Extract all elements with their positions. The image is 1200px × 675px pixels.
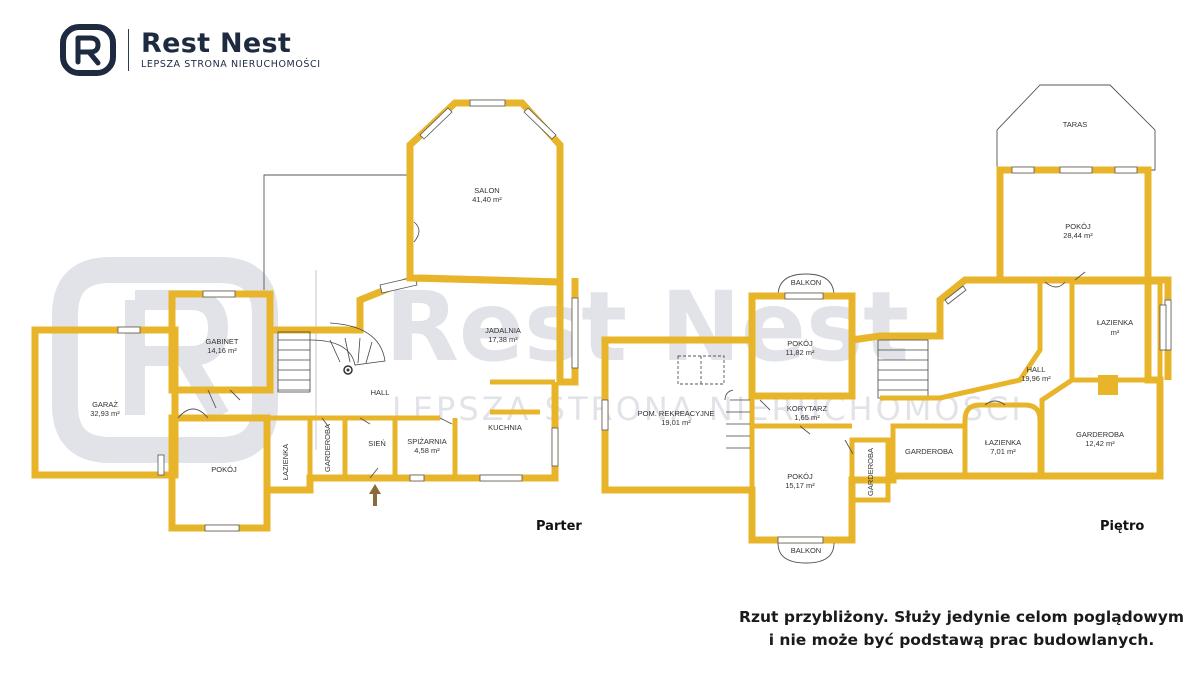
label-balkon-bottom: BALKON: [791, 546, 821, 555]
area-jadalnia: 17,38 m²: [488, 335, 518, 344]
area-pokoj-lower: 15,17 m²: [785, 481, 815, 490]
label-pokoj-small: POKÓJ: [787, 339, 813, 348]
label-garderoba-upper: GARDEROBA: [905, 447, 953, 456]
label-pokoj-lower: POKÓJ: [787, 472, 813, 481]
label-garderoba-upper-v: GARDEROBA: [866, 448, 875, 496]
brand-logo: Rest Nest LEPSZA STRONA NIERUCHOMOŚCI: [60, 24, 321, 76]
area-pokoj-small: 11,82 m²: [785, 348, 815, 357]
label-salon: SALON: [474, 186, 499, 195]
label-lazienka-ground: ŁAZIENKA: [281, 444, 290, 480]
area-garderoba-big: 12,42 m²: [1085, 439, 1115, 448]
logo-divider: [128, 29, 129, 71]
label-kuchnia: KUCHNIA: [488, 423, 522, 432]
floor-label-ground: Parter: [536, 519, 582, 534]
upper-floor-plan: [601, 84, 1172, 564]
label-lazienka-upper: ŁAZIENKA: [1097, 318, 1133, 327]
label-sien: SIEŃ: [368, 439, 386, 448]
label-korytarz: KORYTARZ: [787, 404, 828, 413]
watermark-name: Rest Nest: [385, 271, 909, 383]
area-gabinet: 14,16 m²: [207, 346, 237, 355]
floor-label-upper: Piętro: [1100, 519, 1144, 534]
label-garderoba-big: GARDEROBA: [1076, 430, 1124, 439]
area-korytarz: 1,65 m²: [794, 413, 820, 422]
label-gabinet: GABINET: [206, 337, 239, 346]
area-salon: 41,40 m²: [472, 195, 502, 204]
label-pokoj-big: POKÓJ: [1065, 222, 1091, 231]
rest-nest-logo-icon: [60, 24, 116, 76]
label-pokoj-ground: POKÓJ: [211, 465, 237, 474]
area-pokoj-big: 28,44 m²: [1063, 231, 1093, 240]
room-labels: SALON 41,40 m² GABINET 14,16 m² JADALNIA…: [90, 120, 1133, 555]
area-hall-upper: 19,96 m²: [1021, 374, 1051, 383]
label-taras: TARAS: [1063, 120, 1087, 129]
area-garaz: 32,93 m²: [90, 409, 120, 418]
brand-name: Rest Nest: [141, 28, 292, 59]
disclaimer-line-1: Rzut przybliżony. Służy jedynie celom po…: [739, 608, 1184, 626]
brand-tagline: LEPSZA STRONA NIERUCHOMOŚCI: [141, 59, 321, 70]
label-spizarnia: SPIŻARNIA: [407, 437, 447, 446]
label-hall-ground: HALL: [371, 388, 390, 397]
disclaimer: Rzut przybliżony. Służy jedynie celom po…: [739, 606, 1184, 652]
area-lazienka-upper: m²: [1111, 328, 1120, 337]
label-hall-upper: HALL: [1027, 365, 1046, 374]
label-pom-rekreacyjne: POM. REKREACYJNE: [638, 409, 715, 418]
area-spizarnia: 4,58 m²: [414, 446, 440, 455]
disclaimer-line-2: i nie może być podstawą prac budowlanych…: [768, 631, 1155, 649]
label-lazienka-upper2: ŁAZIENKA: [985, 438, 1021, 447]
area-pom-rekreacyjne: 19,01 m²: [661, 418, 691, 427]
area-lazienka-upper2: 7,01 m²: [990, 447, 1016, 456]
ground-floor-plan: [31, 99, 579, 532]
label-garaz: GARAŻ: [92, 400, 118, 409]
entrance-arrow-icon: [369, 484, 381, 506]
label-balkon-top: BALKON: [791, 278, 821, 287]
label-jadalnia: JADALNIA: [485, 326, 521, 335]
label-garderoba-ground: GARDEROBA: [323, 424, 332, 472]
